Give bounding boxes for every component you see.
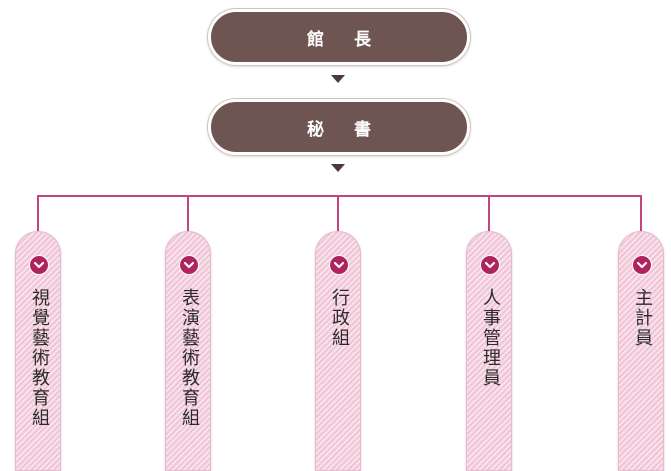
chevron-down-icon[interactable] [29,255,49,275]
arrow-down-icon [331,164,345,172]
division-label: 行政組 [329,288,350,348]
connector-drop [187,195,189,231]
division-label: 主計員 [632,288,653,348]
chevron-down-icon[interactable] [329,255,349,275]
division-personnel[interactable]: 人事管理員 [466,231,512,471]
connector-drop [337,195,339,231]
secretary-label: 秘書 [307,119,401,140]
division-visual-arts[interactable]: 視覺藝術教育組 [15,231,61,471]
connector-drop [37,195,39,231]
connector-drop [488,195,490,231]
division-label: 人事管理員 [480,288,501,388]
division-accounting[interactable]: 主計員 [618,231,664,471]
arrow-down-icon [331,75,345,83]
division-label: 視覺藝術教育組 [29,288,50,428]
connector-drop [640,195,642,231]
chevron-down-icon[interactable] [179,255,199,275]
division-performing-arts[interactable]: 表演藝術教育組 [165,231,211,471]
division-label: 表演藝術教育組 [179,288,200,428]
director-label: 館長 [307,29,401,50]
secretary-box: 秘書 [208,99,470,155]
division-administration[interactable]: 行政組 [315,231,361,471]
chevron-down-icon[interactable] [480,255,500,275]
director-box: 館長 [208,9,470,65]
connector-horizontal [37,195,642,197]
chevron-down-icon[interactable] [632,255,652,275]
